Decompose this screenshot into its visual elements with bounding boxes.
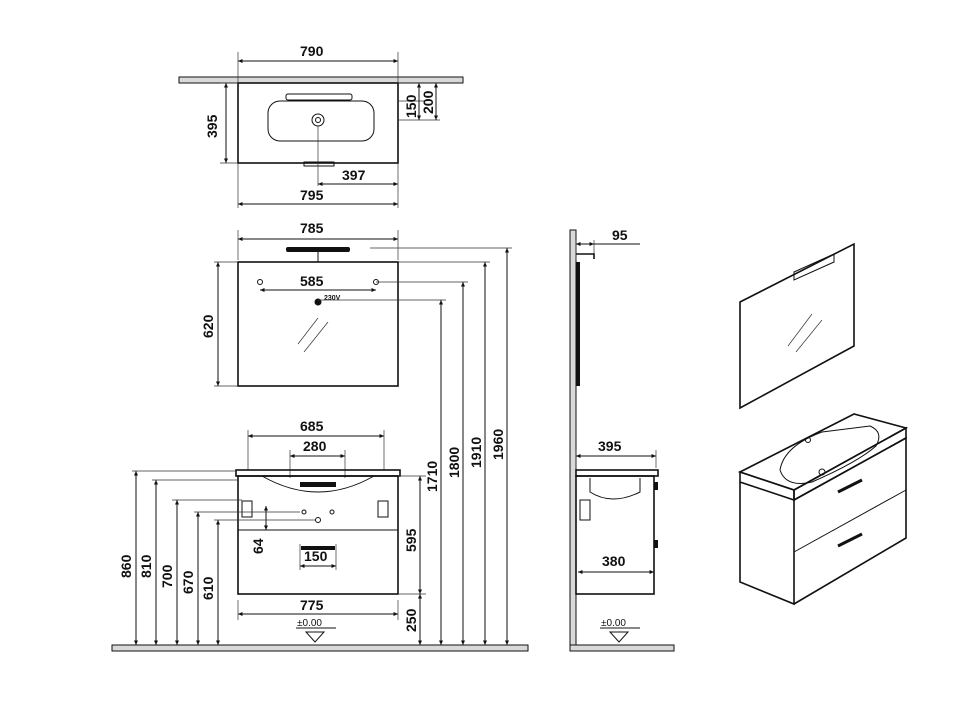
dim-1910: 1910 (468, 437, 484, 468)
side-handle-bottom (654, 540, 658, 548)
bracket-left (241, 500, 253, 518)
drain-core (315, 117, 321, 123)
dim-380: 380 (602, 553, 626, 569)
front-basin-curve (261, 475, 375, 493)
iso-drain (818, 468, 826, 476)
side-bracket (579, 499, 591, 521)
dim-775: 775 (300, 597, 324, 613)
floor-label-front: ±0.00 (297, 618, 322, 629)
power-label: 230V (324, 295, 341, 302)
dim-95: 95 (612, 227, 628, 243)
side-cabinet (575, 475, 655, 595)
drain-circle (311, 113, 325, 127)
dim-860: 860 (118, 554, 134, 578)
siphon-mark (303, 161, 335, 167)
dim-64: 64 (250, 538, 266, 554)
dim-150-front: 150 (304, 548, 328, 564)
iso-front-face (793, 436, 907, 605)
floor-marker-side (608, 631, 630, 643)
iso-basin (779, 425, 880, 484)
dim-280: 280 (303, 438, 327, 454)
faucet-outline (285, 93, 353, 101)
dim-700: 700 (159, 564, 175, 588)
hole-a (301, 509, 307, 515)
iso-front-edge (739, 470, 795, 502)
dim-395-side: 395 (598, 438, 622, 454)
side-light (576, 253, 595, 259)
dim-670: 670 (180, 570, 196, 594)
dim-1710: 1710 (424, 461, 440, 492)
drawer-handle-bottom (301, 546, 335, 550)
dim-795: 795 (300, 187, 324, 203)
hole-drain (315, 517, 321, 523)
dim-595: 595 (403, 528, 419, 552)
height-dimensions: 860 810 700 670 610 1710 1800 1910 1960 (118, 247, 512, 645)
dim-785: 785 (300, 220, 324, 236)
top-view-wall (178, 76, 464, 84)
dim-790: 790 (300, 43, 324, 59)
floor-label-side: ±0.00 (601, 618, 626, 629)
side-basin (589, 478, 641, 500)
top-view: 790 395 150 200 397 795 (178, 43, 464, 208)
dim-810: 810 (138, 554, 154, 578)
iso-tap-hole (805, 437, 811, 443)
front-counter (235, 469, 401, 477)
side-mirror (576, 262, 580, 386)
side-handle-top (654, 482, 658, 490)
dim-585: 585 (300, 273, 324, 289)
iso-mirror-light (793, 253, 835, 281)
dim-200-top: 200 (420, 90, 436, 114)
dim-620: 620 (200, 314, 216, 338)
front-view: 685 280 64 150 775 595 250 ±0.00 (111, 418, 529, 652)
side-counter (575, 469, 659, 477)
side-wall (569, 229, 577, 652)
iso-handle-top (837, 478, 863, 494)
dim-1960: 1960 (490, 429, 506, 460)
iso-left-side (739, 482, 795, 606)
dim-685: 685 (300, 418, 324, 434)
mirror-panel (237, 261, 399, 387)
dim-395-top: 395 (204, 114, 220, 138)
iso-mirror (739, 242, 855, 410)
top-view-basin (267, 100, 375, 142)
side-view: 95 395 380 ±0.00 (569, 227, 675, 652)
front-cabinet (237, 475, 399, 595)
isometric-view (737, 242, 909, 606)
power-dot (314, 298, 322, 306)
floor-front (111, 644, 529, 652)
hole-b (329, 509, 335, 515)
mirror-light (286, 247, 350, 252)
drawer-handle-top (300, 482, 336, 487)
bracket-right (377, 500, 389, 518)
dim-397: 397 (342, 167, 366, 183)
iso-handle-bottom (837, 532, 863, 548)
dim-610: 610 (200, 576, 216, 600)
dim-150-top: 150 (403, 94, 419, 118)
iso-drawer-split (793, 489, 907, 553)
mount-hole-left (257, 279, 263, 285)
mirror-view: 785 585 230V 620 (200, 220, 399, 387)
floor-marker (304, 631, 326, 643)
dim-1800: 1800 (446, 447, 462, 478)
dim-250: 250 (403, 608, 419, 632)
floor-side (569, 644, 675, 652)
